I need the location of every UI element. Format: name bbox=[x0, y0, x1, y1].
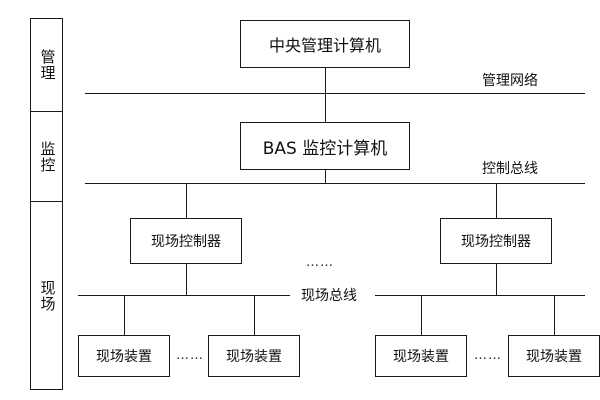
layer-cell-monitoring: 监控 bbox=[31, 111, 62, 201]
node-field-device-2[interactable]: 现场装置 bbox=[208, 335, 300, 377]
layer-label-monitoring: 监控 bbox=[38, 140, 57, 173]
connector-control-bus-to-controller-left bbox=[186, 183, 187, 218]
label-management-network: 管理网络 bbox=[482, 70, 538, 90]
connector-control-bus-to-controller-right bbox=[496, 183, 497, 218]
node-bas-monitoring-computer[interactable]: BAS 监控计算机 bbox=[240, 122, 410, 170]
label-control-bus: 控制总线 bbox=[482, 158, 538, 178]
node-label: 现场控制器 bbox=[461, 234, 531, 250]
node-label: 现场装置 bbox=[96, 349, 152, 365]
node-label: 中央管理计算机 bbox=[268, 36, 381, 55]
ellipsis-between-devices-left: …… bbox=[176, 348, 204, 363]
connector-field-bus-to-device-1 bbox=[124, 295, 125, 335]
ellipsis-between-devices-right: …… bbox=[474, 348, 502, 363]
connector-field-bus-to-device-4 bbox=[554, 295, 555, 335]
connector-field-bus-to-device-2 bbox=[254, 295, 255, 335]
layer-cell-management: 管理 bbox=[31, 19, 62, 111]
node-label: BAS 监控计算机 bbox=[262, 138, 388, 159]
node-label: 现场装置 bbox=[226, 349, 282, 365]
label-field-bus: 现场总线 bbox=[296, 285, 362, 305]
node-label: 现场控制器 bbox=[151, 234, 221, 250]
layer-column: 管理 监控 现场 bbox=[30, 18, 63, 390]
layer-label-field: 现场 bbox=[38, 279, 57, 312]
node-field-device-4[interactable]: 现场装置 bbox=[508, 335, 600, 377]
node-label: 现场装置 bbox=[526, 349, 582, 365]
node-field-controller-right[interactable]: 现场控制器 bbox=[440, 218, 552, 264]
node-field-controller-left[interactable]: 现场控制器 bbox=[130, 218, 242, 264]
ellipsis-between-controllers: …… bbox=[306, 255, 334, 270]
layer-cell-field: 现场 bbox=[31, 201, 62, 389]
node-label: 现场装置 bbox=[393, 349, 449, 365]
connector-bas-to-control-bus bbox=[325, 170, 326, 184]
node-central-management-computer[interactable]: 中央管理计算机 bbox=[240, 20, 410, 68]
connector-field-bus-to-device-3 bbox=[421, 295, 422, 335]
connector-central-to-bas bbox=[325, 68, 326, 122]
management-network-line bbox=[85, 93, 585, 94]
layer-label-management: 管理 bbox=[38, 49, 57, 81]
connector-controller-left-to-field-bus bbox=[186, 264, 187, 295]
control-bus-line bbox=[85, 183, 585, 184]
connector-controller-right-to-field-bus bbox=[496, 264, 497, 295]
node-field-device-3[interactable]: 现场装置 bbox=[375, 335, 467, 377]
node-field-device-1[interactable]: 现场装置 bbox=[78, 335, 170, 377]
field-bus-line-left bbox=[78, 295, 290, 296]
field-bus-line-right bbox=[375, 295, 585, 296]
